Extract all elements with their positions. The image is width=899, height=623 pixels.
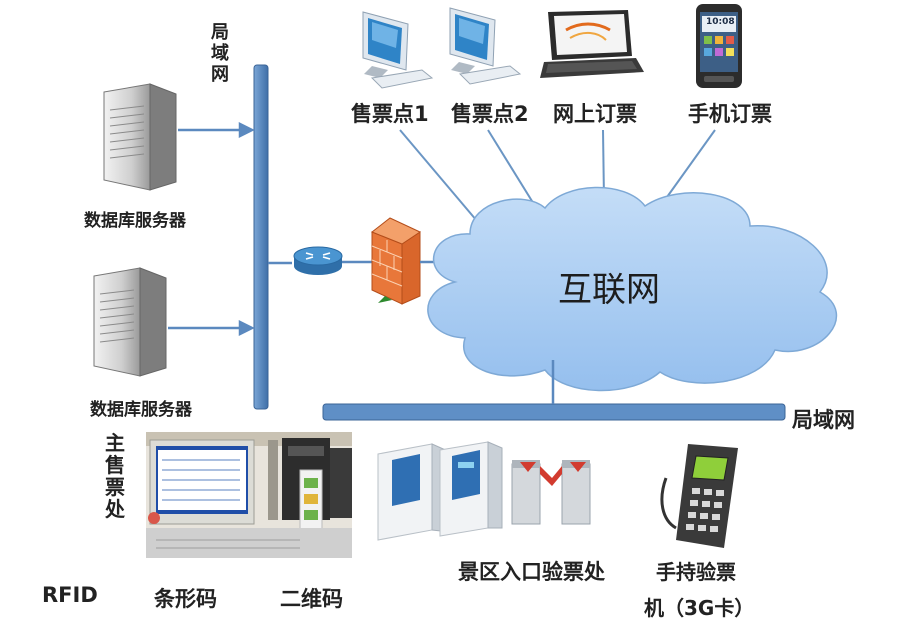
server-link-arrow bbox=[178, 121, 255, 139]
desktop-computer-icon bbox=[362, 11, 434, 89]
gate-label: 景区入口验票处 bbox=[458, 560, 605, 584]
ticket-office-photo bbox=[146, 432, 352, 558]
internet-cloud-shape bbox=[427, 186, 838, 392]
server-label-2: 数据库服务器 bbox=[90, 400, 192, 420]
barcode-label: 条形码 bbox=[154, 587, 217, 611]
client-label-ticket-point-2: 售票点2 bbox=[451, 102, 529, 126]
handheld-label-line2: 机（3G卡） bbox=[644, 596, 755, 620]
server-label-1: 数据库服务器 bbox=[84, 211, 186, 231]
lan-bottom-label: 局域网 bbox=[792, 408, 855, 432]
desktop-computer-icon bbox=[449, 7, 522, 85]
client-label-ticket-point-1: 售票点1 bbox=[351, 102, 429, 126]
lan-left-label: 局域网 bbox=[211, 22, 229, 85]
cloud-label: 互联网 bbox=[558, 270, 660, 310]
client-label-online-booking: 网上订票 bbox=[553, 102, 637, 126]
firewall-icon bbox=[371, 217, 422, 305]
turnstile-gate-icon bbox=[377, 441, 503, 541]
server-link-arrow bbox=[168, 319, 255, 337]
handheld-scanner-icon bbox=[660, 444, 738, 548]
database-server-icon bbox=[103, 83, 177, 191]
lan-bus-vertical bbox=[253, 64, 269, 410]
handheld-label-line1: 手持验票 bbox=[656, 560, 736, 584]
router-icon bbox=[293, 246, 343, 275]
client-label-mobile-booking: 手机订票 bbox=[688, 102, 772, 126]
main-office-label: 主售票处 bbox=[105, 431, 125, 521]
turnstile-gate-icon bbox=[511, 460, 591, 525]
lan-bus-horizontal bbox=[322, 403, 786, 421]
rfid-label: RFID bbox=[42, 583, 98, 607]
database-server-icon bbox=[93, 267, 167, 377]
laptop-icon bbox=[540, 10, 644, 78]
qrcode-label: 二维码 bbox=[280, 587, 343, 611]
smartphone-icon bbox=[696, 4, 742, 88]
phone-clock-text: 10:08 bbox=[706, 17, 735, 27]
